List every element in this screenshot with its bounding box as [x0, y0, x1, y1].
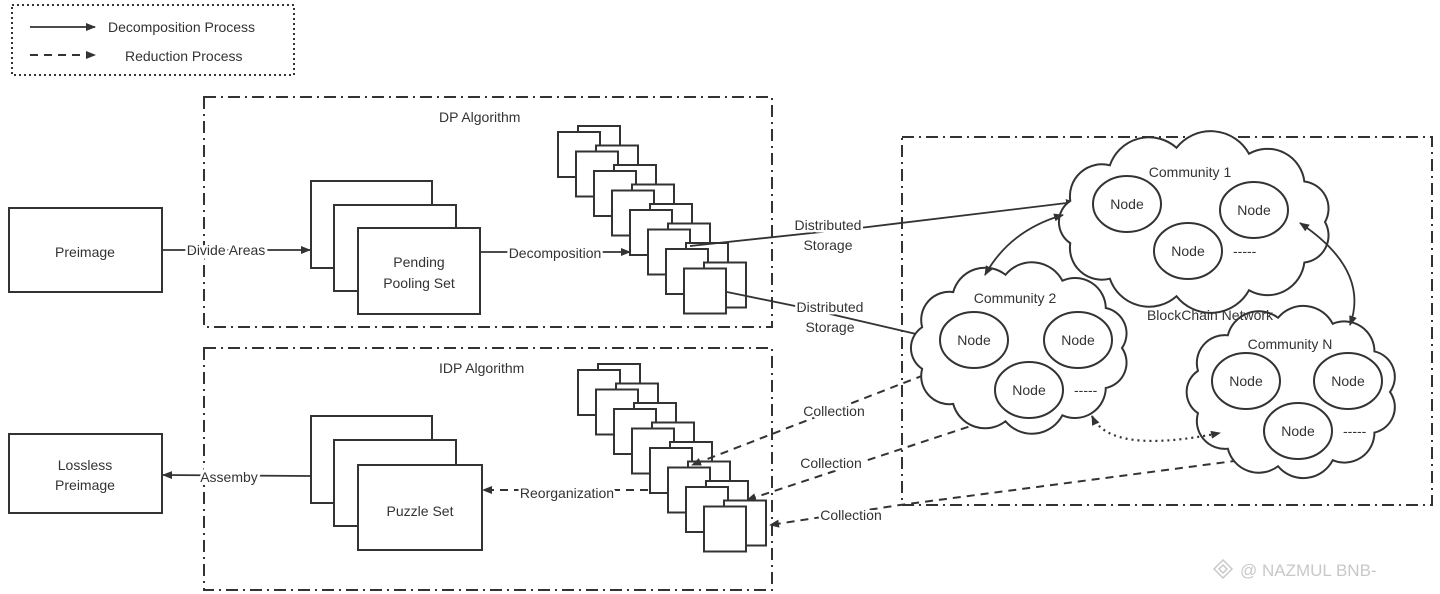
- lossless-label-2: Preimage: [55, 477, 115, 493]
- node-label: Node: [1237, 202, 1271, 218]
- node-circle: [1313, 352, 1383, 410]
- legend-solid-label: Decomposition Process: [108, 19, 255, 35]
- node-circle: [1211, 352, 1281, 410]
- preimage-label: Preimage: [55, 244, 115, 260]
- decomposition-label: Decomposition: [509, 245, 602, 261]
- link-c1-c2: [984, 213, 1064, 276]
- more-nodes-ellipsis: -----: [1074, 382, 1098, 398]
- node-circle: [994, 361, 1064, 419]
- collection-arrow-2: [746, 417, 996, 501]
- node-label: Node: [957, 332, 991, 348]
- assembly-arrow: [162, 471, 312, 480]
- pending-label-1: Pending: [393, 254, 444, 270]
- collection-label-1: Collection: [803, 403, 864, 419]
- community-title: Community 2: [974, 290, 1057, 306]
- collection-label-2: Collection: [800, 455, 861, 471]
- more-nodes-ellipsis: -----: [1343, 423, 1367, 439]
- community-title: Community N: [1248, 336, 1333, 352]
- storage-2-line1: Distributed: [797, 299, 864, 315]
- legend-dashed-label: Reduction Process: [125, 48, 243, 64]
- node-label: Node: [1110, 196, 1144, 212]
- dp-title: DP Algorithm: [439, 109, 520, 125]
- decomposed-blocks-stack: [557, 125, 747, 315]
- node-circle: [1219, 181, 1289, 239]
- node-circle: [1092, 175, 1162, 233]
- node-circle: [939, 311, 1009, 369]
- node-label: Node: [1012, 382, 1046, 398]
- idp-title: IDP Algorithm: [439, 360, 524, 376]
- watermark-text: @ NAZMUL BNB-: [1240, 561, 1377, 580]
- collection-arrow-3: [769, 454, 1281, 528]
- community-title: Community 1: [1149, 164, 1232, 180]
- storage-1-line2: Storage: [803, 237, 852, 253]
- dp-algorithm-box: [203, 96, 773, 328]
- watermark: @ NAZMUL BNB-: [1212, 558, 1377, 580]
- divide-label: Divide Areas: [187, 242, 266, 258]
- node-circle: [1153, 222, 1223, 280]
- collection-arrow-1: [691, 364, 951, 466]
- lossless-preimage-box: [8, 433, 163, 514]
- preimage-box: [8, 207, 163, 293]
- link-c2-cn: [1091, 415, 1221, 442]
- pending-label-2: Pooling Set: [383, 275, 455, 291]
- assembly-label: Assemby: [200, 469, 258, 485]
- node-circle: [1043, 311, 1113, 369]
- block: [703, 505, 747, 553]
- watermark-logo-icon: [1212, 558, 1234, 580]
- storage-1-line1: Distributed: [795, 217, 862, 233]
- storage-2-line2: Storage: [805, 319, 854, 335]
- more-nodes-ellipsis: -----: [1233, 243, 1257, 259]
- node-label: Node: [1229, 373, 1263, 389]
- link-c1-cn: [1299, 222, 1357, 326]
- block: [683, 267, 727, 315]
- legend: Decomposition Process Reduction Process: [11, 4, 295, 76]
- collected-blocks-stack: [577, 363, 767, 553]
- puzzle-set: Puzzle Set: [310, 415, 483, 551]
- puzzle-label: Puzzle Set: [387, 503, 454, 519]
- node-label: Node: [1171, 243, 1205, 259]
- node-circle: [1263, 402, 1333, 460]
- network-title: BlockChain Network: [1147, 307, 1274, 323]
- node-label: Node: [1061, 332, 1095, 348]
- storage-arrow-2: [726, 291, 943, 342]
- idp-algorithm-box: [203, 347, 773, 591]
- reorganization-label: Reorganization: [520, 485, 614, 501]
- pending-pooling-set: Pending Pooling Set: [310, 180, 481, 315]
- lossless-label-1: Lossless: [58, 457, 112, 473]
- node-label: Node: [1281, 423, 1315, 439]
- collection-label-3: Collection: [820, 507, 881, 523]
- network-box: [901, 136, 1433, 506]
- node-label: Node: [1331, 373, 1365, 389]
- storage-arrow-1: [689, 199, 1076, 247]
